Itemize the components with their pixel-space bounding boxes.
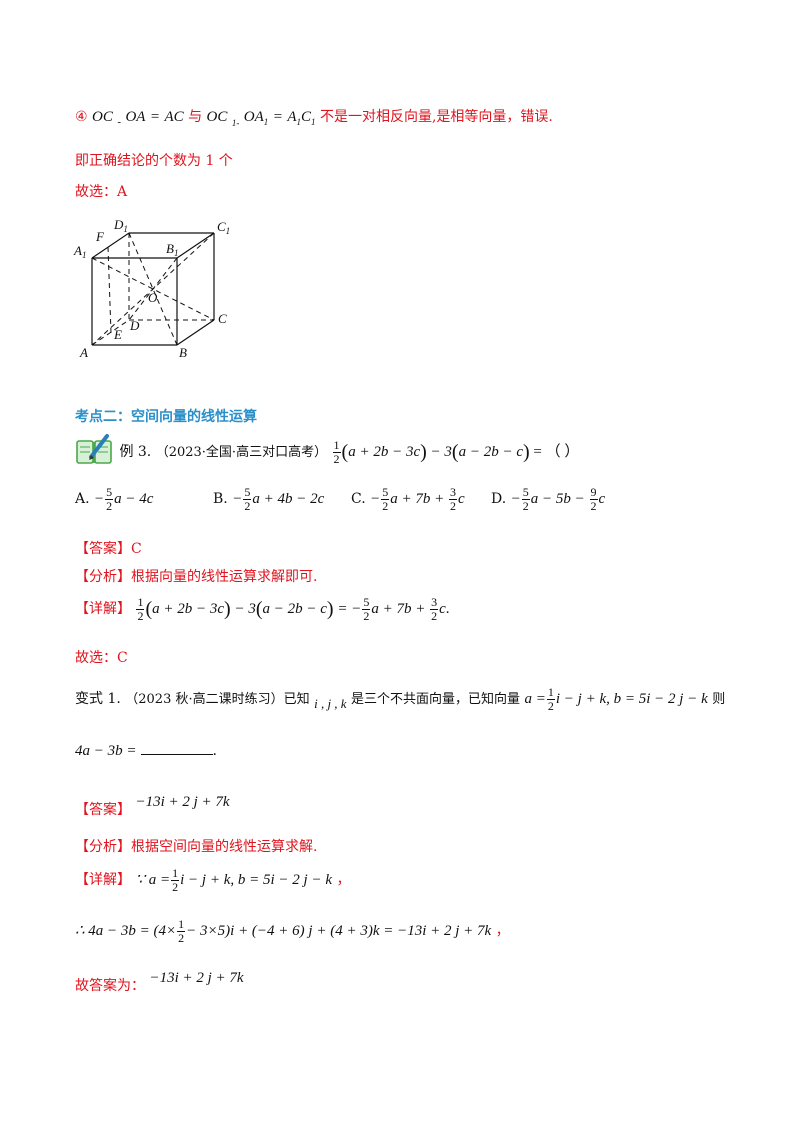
vec-oa: OA bbox=[125, 109, 146, 125]
analysis-tag: 【分析】 bbox=[75, 569, 131, 585]
variant1-text: 是三个不共面向量，已知向量 bbox=[351, 691, 521, 707]
label-c: C bbox=[218, 311, 227, 326]
final-value: −13i + 2 j + 7k bbox=[149, 970, 244, 986]
ex3-answer: 【答案】C bbox=[75, 538, 142, 558]
vec-a1c1: A1C1 bbox=[287, 109, 316, 127]
variant1-ze: 则 bbox=[712, 691, 726, 707]
item4-marker: ④ bbox=[75, 109, 88, 125]
label-d1: D1 bbox=[113, 217, 128, 234]
analysis-text: 根据向量的线性运算求解即可. bbox=[131, 569, 318, 585]
label-a: A bbox=[79, 345, 88, 360]
label-a1: A1 bbox=[73, 243, 86, 260]
item4-conclusion: 不是一对相反向量,是相等向量，错误. bbox=[319, 109, 553, 125]
label-o: O bbox=[148, 290, 158, 305]
book-pencil-icon bbox=[75, 433, 115, 471]
label-c1: C1 bbox=[217, 219, 230, 236]
ex3-choose: 故选：C bbox=[75, 650, 128, 666]
item4-line: ④ OC - OA = AC 与 OC 1- OA1 = A1C1 不是一对相反… bbox=[75, 109, 553, 128]
answer-tag: 【答案】 bbox=[75, 541, 131, 557]
sub-minus: 1- bbox=[231, 118, 240, 128]
label-f: F bbox=[95, 229, 105, 244]
label-b: B bbox=[179, 345, 187, 360]
label-b1: B1 bbox=[166, 241, 178, 258]
variant1-ijk: i , j , k bbox=[314, 695, 347, 711]
variant1-line: 变式 1. （2023 秋·高二课时练习）已知 i , j , k 是三个不共面… bbox=[75, 686, 725, 713]
answer-tag: 【答案】 bbox=[75, 802, 131, 818]
example3-label: 例 3. bbox=[119, 444, 152, 460]
analysis-text: 根据空间向量的线性运算求解. bbox=[131, 839, 318, 855]
count-line: 即正确结论的个数为 1 个 bbox=[75, 153, 233, 169]
detail-tag: 【详解】 bbox=[75, 871, 131, 888]
yu-word: 与 bbox=[188, 109, 203, 125]
answer-value: C bbox=[131, 541, 142, 557]
equals-sign: = bbox=[149, 109, 161, 125]
variant1-label: 变式 1. bbox=[75, 690, 121, 707]
v1-answer: 【答案】 −13i + 2 j + 7k bbox=[75, 794, 230, 819]
vec-oc: OC bbox=[92, 109, 113, 125]
label-e: E bbox=[113, 327, 122, 342]
answer-value: −13i + 2 j + 7k bbox=[135, 794, 230, 810]
v1-final: 故答案为： −13i + 2 j + 7k bbox=[75, 970, 244, 995]
vec-oc-2: OC bbox=[206, 109, 228, 125]
example3-source: （2023·全国·高三对口高考） bbox=[155, 445, 328, 460]
minus-sign: - bbox=[117, 116, 121, 128]
answer-blank[interactable] bbox=[140, 742, 213, 755]
detail-tag: 【详解】 bbox=[75, 600, 131, 617]
vec-ac: AC bbox=[164, 109, 184, 125]
v1-analysis: 【分析】根据空间向量的线性运算求解. bbox=[75, 836, 317, 856]
vec-oa1: OA1 bbox=[243, 109, 269, 127]
variant1-question: 4a − 3b =. bbox=[75, 742, 217, 759]
ex3-analysis: 【分析】根据向量的线性运算求解即可. bbox=[75, 566, 317, 586]
analysis-tag: 【分析】 bbox=[75, 839, 131, 855]
cube-figure: A1 F D1 B1 C1 O C D E A B bbox=[73, 217, 230, 360]
section2-title: 考点二：空间向量的线性运算 bbox=[75, 409, 257, 425]
cube-diagram: A1 F D1 B1 C1 O C D E A B bbox=[72, 213, 242, 367]
final-label: 故答案为： bbox=[75, 978, 145, 994]
choose-a-line: 故选：A bbox=[75, 184, 128, 200]
variant1-source: （2023 秋·高二课时练习）已知 bbox=[125, 691, 310, 707]
label-d: D bbox=[129, 318, 140, 333]
